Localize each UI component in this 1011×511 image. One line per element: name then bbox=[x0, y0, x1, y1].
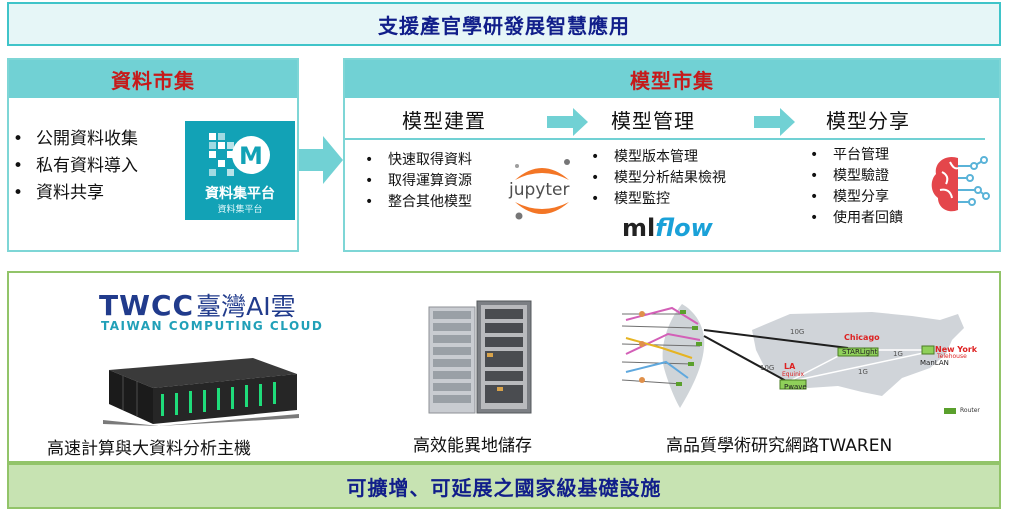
svg-text:M: M bbox=[239, 142, 263, 170]
model-market-title: 模型市集 bbox=[630, 68, 714, 93]
twcc-logo: TWCC臺灣AI雲 bbox=[99, 287, 296, 323]
supercomputer-image bbox=[103, 358, 299, 426]
jupyter-icon bbox=[515, 159, 570, 220]
map-link-1g-a: 1G bbox=[893, 350, 903, 358]
list-item: 模型監控 bbox=[588, 189, 726, 210]
page-title: 支援產官學研發展智慧應用 bbox=[378, 13, 630, 38]
data-platform-logo: M 資料集平台 資料集平台 bbox=[185, 121, 295, 220]
twaren-network-map bbox=[612, 284, 964, 424]
mlflow-logo: mlflow bbox=[622, 214, 713, 242]
footer-title: 可擴增、可延展之國家級基礎設施 bbox=[346, 475, 662, 500]
map-label-pwave: Pwave bbox=[784, 383, 807, 391]
map-label-newyork: New York bbox=[935, 345, 978, 354]
twcc-brand: TWCC bbox=[99, 289, 195, 322]
list-item: 使用者回饋 bbox=[807, 208, 903, 229]
twcc-subtitle: TAIWAN COMPUTING CLOUD bbox=[101, 319, 324, 333]
stage-title-build: 模型建置 bbox=[402, 109, 486, 133]
jupyter-wordmark: jupyter bbox=[509, 180, 570, 200]
data-market-list: 公開資料收集 私有資料導入 資料共享 bbox=[10, 126, 138, 207]
map-link-1g-b: 1G bbox=[858, 368, 868, 376]
data-market-title: 資料市集 bbox=[111, 68, 195, 93]
map-label-router: Router bbox=[960, 407, 980, 414]
map-label-chicago: Chicago bbox=[844, 333, 880, 342]
list-item: 快速取得資料 bbox=[362, 150, 472, 171]
stage-arrow-icon bbox=[754, 108, 795, 136]
top-banner: 支援產官學研發展智慧應用 bbox=[7, 2, 1001, 46]
data-platform-subtitle: 資料集平台 bbox=[217, 205, 263, 215]
caption-storage: 高效能異地儲存 bbox=[413, 436, 532, 456]
stage-arrow-icon bbox=[547, 108, 588, 136]
caption-hpc: 高速計算與大資料分析主機 bbox=[47, 439, 251, 459]
map-label-starlight: STARLight bbox=[842, 348, 878, 356]
storage-rack-image bbox=[428, 300, 532, 414]
list-item: 模型驗證 bbox=[807, 166, 903, 187]
map-label-equinix: Equinix bbox=[782, 371, 805, 378]
map-link-10g-a: 10G bbox=[790, 328, 805, 336]
build-list: 快速取得資料 取得運算資源 整合其他模型 bbox=[362, 150, 472, 213]
model-market-header: 模型市集 bbox=[345, 60, 999, 98]
list-item: 模型版本管理 bbox=[588, 147, 726, 168]
share-list: 平台管理 模型驗證 模型分享 使用者回饋 bbox=[807, 145, 903, 229]
list-item: 整合其他模型 bbox=[362, 192, 472, 213]
twcc-brand-zh: 臺灣AI雲 bbox=[196, 292, 296, 321]
bottom-banner: 可擴增、可延展之國家級基礎設施 bbox=[7, 463, 1001, 509]
list-item: 公開資料收集 bbox=[10, 126, 138, 153]
stage-title-share: 模型分享 bbox=[826, 109, 910, 133]
map-label-telehouse: Telehouse bbox=[937, 353, 967, 360]
flow-arrow-icon bbox=[299, 136, 343, 184]
list-item: 模型分析結果檢視 bbox=[588, 168, 726, 189]
list-item: 資料共享 bbox=[10, 180, 138, 207]
list-item: 模型分享 bbox=[807, 187, 903, 208]
list-item: 取得運算資源 bbox=[362, 171, 472, 192]
list-item: 私有資料導入 bbox=[10, 153, 138, 180]
data-platform-icon: M bbox=[209, 133, 270, 176]
map-link-10g-b: 10G bbox=[760, 364, 775, 372]
data-market-header: 資料市集 bbox=[9, 60, 297, 98]
caption-twaren: 高品質學術研究網路TWAREN bbox=[666, 436, 893, 456]
map-label-la: LA bbox=[784, 362, 796, 371]
jupyter-logo: jupyter bbox=[507, 154, 577, 226]
ai-brain-icon bbox=[931, 156, 990, 212]
mlflow-flow: flow bbox=[655, 214, 713, 242]
stage-divider bbox=[345, 138, 985, 140]
map-label-manlan: ManLAN bbox=[920, 359, 949, 367]
mlflow-ml: ml bbox=[622, 214, 656, 242]
list-item: 平台管理 bbox=[807, 145, 903, 166]
data-platform-name: 資料集平台 bbox=[205, 186, 275, 202]
manage-list: 模型版本管理 模型分析結果檢視 模型監控 bbox=[588, 147, 726, 210]
stage-title-manage: 模型管理 bbox=[611, 109, 695, 133]
